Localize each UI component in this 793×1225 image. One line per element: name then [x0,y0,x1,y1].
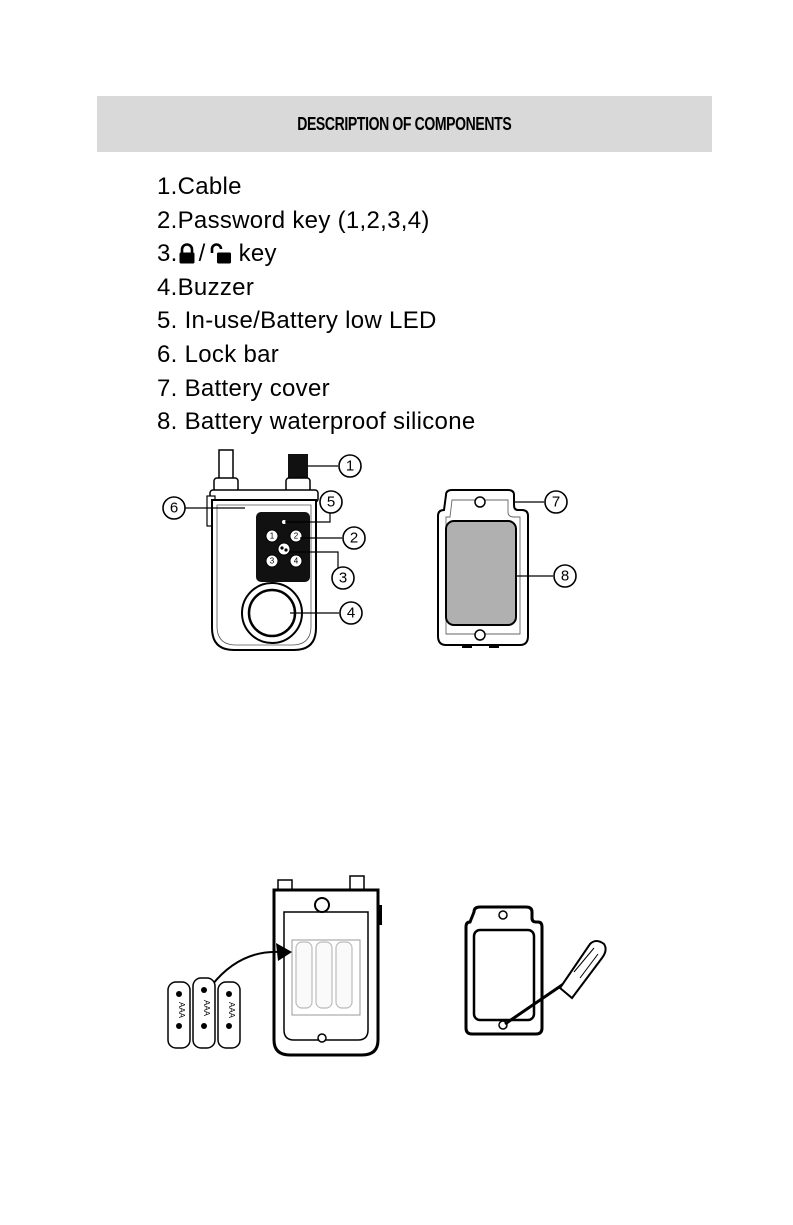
callout-5: 5 [327,494,335,511]
battery-label: AAA [177,1002,186,1019]
keypad-key-4: 4 [294,557,299,566]
callout-2: 2 [350,530,358,547]
callout-4: 4 [347,605,355,622]
callout-6: 6 [170,500,178,517]
callout-1: 1 [346,458,354,475]
keypad-key-3: 3 [270,557,275,566]
callout-7: 7 [552,494,560,511]
keypad-key-1: 1 [270,532,275,541]
callout-3: 3 [339,570,347,587]
battery-cover-illustration [438,490,528,648]
screwdriver-cover-illustration [466,907,606,1034]
battery-label: AAA [227,1002,236,1019]
callout-8: 8 [561,568,569,585]
keypad-key-2: 2 [294,532,299,541]
battery-label: AAA [202,1000,211,1017]
lock-front-illustration: 1 2 3 4 [207,450,318,650]
battery-install-illustration: AAA AAA AAA [168,876,382,1055]
